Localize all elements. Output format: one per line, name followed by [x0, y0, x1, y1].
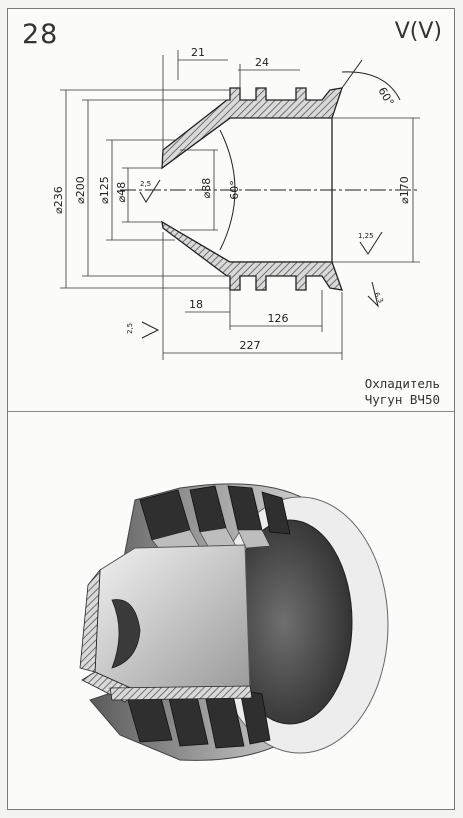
task-number: 28 [22, 19, 59, 50]
lower-wall-hatch [161, 220, 343, 291]
roughness-1-25: 1,25 [358, 232, 374, 240]
dimension-lines [60, 50, 420, 360]
dim-48: ⌀48 [115, 182, 128, 203]
isometric-view [79, 483, 389, 761]
part-name: Охладитель [364, 376, 440, 391]
dim-126: 126 [268, 312, 289, 325]
upper-wall-hatch [161, 87, 343, 170]
roughness-2-5-inner: 2,5 [140, 180, 151, 188]
dim-18: 18 [189, 298, 203, 311]
dim-227: 227 [240, 339, 261, 352]
dim-21: 21 [191, 46, 205, 59]
roughness-symbol: V(V) [394, 19, 442, 44]
roughness-marks [139, 179, 383, 339]
dim-24: 24 [255, 56, 269, 69]
roughness-2-5-outer: 2,5 [126, 323, 134, 334]
dim-236: ⌀236 [52, 186, 65, 214]
angle-60-top: 60° [375, 85, 396, 108]
part-material: Чугун ВЧ50 [364, 392, 440, 407]
section-view [120, 59, 420, 291]
sheet-divider [8, 411, 454, 412]
dim-170: ⌀170 [398, 176, 411, 204]
angle-60-cone: 60° [228, 180, 241, 200]
dim-88: ⌀88 [200, 178, 213, 199]
dim-200: ⌀200 [74, 176, 87, 204]
dim-125: ⌀125 [98, 176, 111, 204]
